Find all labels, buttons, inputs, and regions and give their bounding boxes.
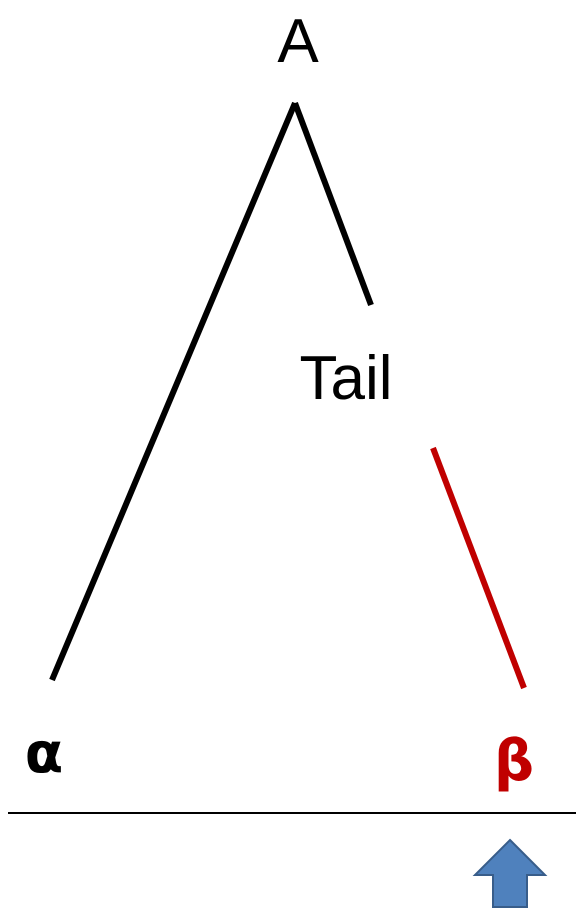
root-node-label: A: [277, 7, 319, 76]
beta-leaf-label: β: [494, 729, 534, 794]
alpha-leaf-label: α: [25, 721, 63, 786]
up-arrow-icon: [472, 838, 548, 908]
tail-node-label: Tail: [299, 344, 392, 413]
branch-root-to-alpha: [49, 101, 298, 682]
branch-root-to-tail: [292, 101, 374, 307]
branch-tail-to-beta: [430, 446, 527, 690]
